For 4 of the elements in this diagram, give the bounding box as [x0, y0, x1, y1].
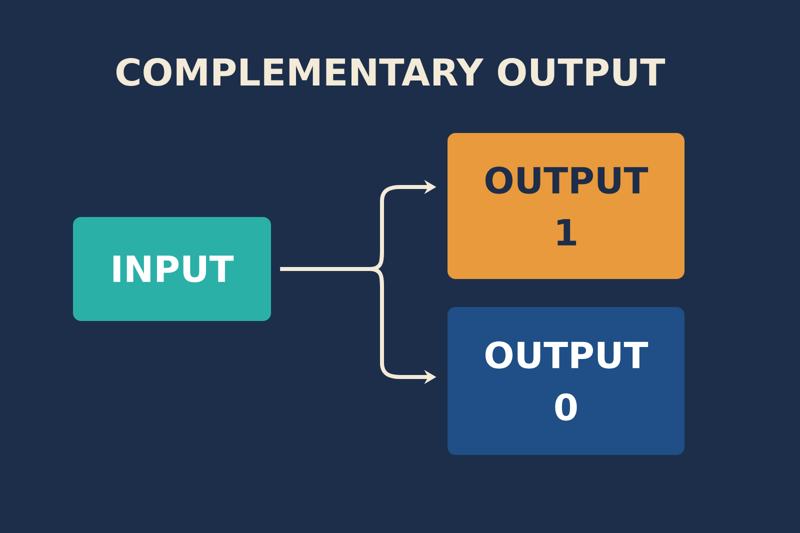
process-box: INPUT [73, 217, 271, 321]
title: COMPLEMENTARY OUTPUT [116, 58, 666, 86]
process-box: OUTPUT 1 [448, 133, 684, 279]
process-box: OUTPUT 0 [448, 307, 684, 455]
